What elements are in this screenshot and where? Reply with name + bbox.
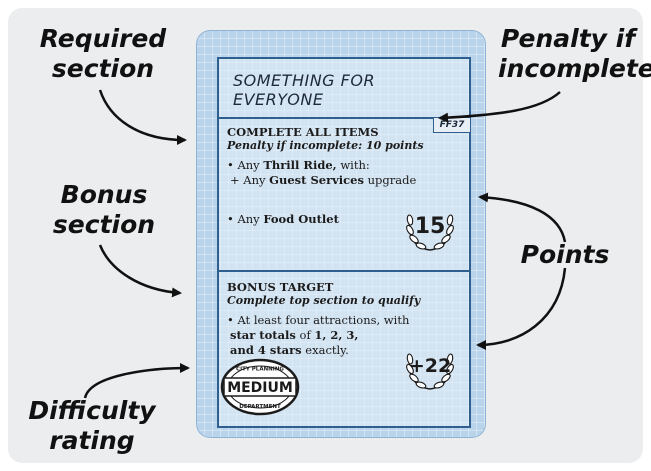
required-heading: COMPLETE ALL ITEMS [227,125,379,139]
difficulty-stamp: CITY PLANNING MEDIUM DEPARTMENT [220,358,300,416]
bonus-points-laurel: +22 [401,337,459,395]
requirement-food-outlet: • Any Food Outlet [227,212,339,226]
callout-required-section: Required section [39,24,167,83]
goal-card: SOMETHING FOR EVERYONE FF37 COMPLETE ALL… [196,30,486,438]
bonus-section: BONUS TARGET Complete top section to qua… [227,280,463,358]
callout-penalty: Penalty if incomplete [498,24,651,83]
bonus-heading: BONUS TARGET [227,280,334,294]
card-title: SOMETHING FOR EVERYONE [233,71,376,109]
requirement-guest-services: + Any Guest Services upgrade [230,173,417,187]
bonus-line-2: star totals of 1, 2, 3, [230,328,359,342]
callout-bonus-section: Bonus section [52,180,156,239]
bonus-points-value: +22 [408,355,452,377]
section-divider [219,270,469,272]
laurel-wreath-icon [406,214,454,251]
requirement-thrill-ride: • Any Thrill Ride, with: [227,158,370,172]
difficulty-rating: MEDIUM [227,380,293,396]
required-points-value: 15 [414,214,446,239]
laurel-wreath-icon [406,353,454,390]
required-points-laurel: 15 [401,198,459,256]
stamp-top-text: CITY PLANNING [236,367,284,373]
penalty-text: Penalty if incomplete: 10 points [227,139,424,152]
bonus-line-1: • At least four attractions, with [227,313,410,327]
stamp-bottom-text: DEPARTMENT [239,404,281,410]
bonus-condition: Complete top section to qualify [227,294,421,307]
card-title-box: SOMETHING FOR EVERYONE [219,59,469,119]
required-section: COMPLETE ALL ITEMS Penalty if incomplete… [227,125,463,227]
bonus-line-3: and 4 stars exactly. [230,343,349,357]
stamp-badge-icon: CITY PLANNING MEDIUM DEPARTMENT [220,358,300,416]
callout-points: Points [520,240,610,269]
callout-difficulty: Difficulty rating [28,396,156,455]
